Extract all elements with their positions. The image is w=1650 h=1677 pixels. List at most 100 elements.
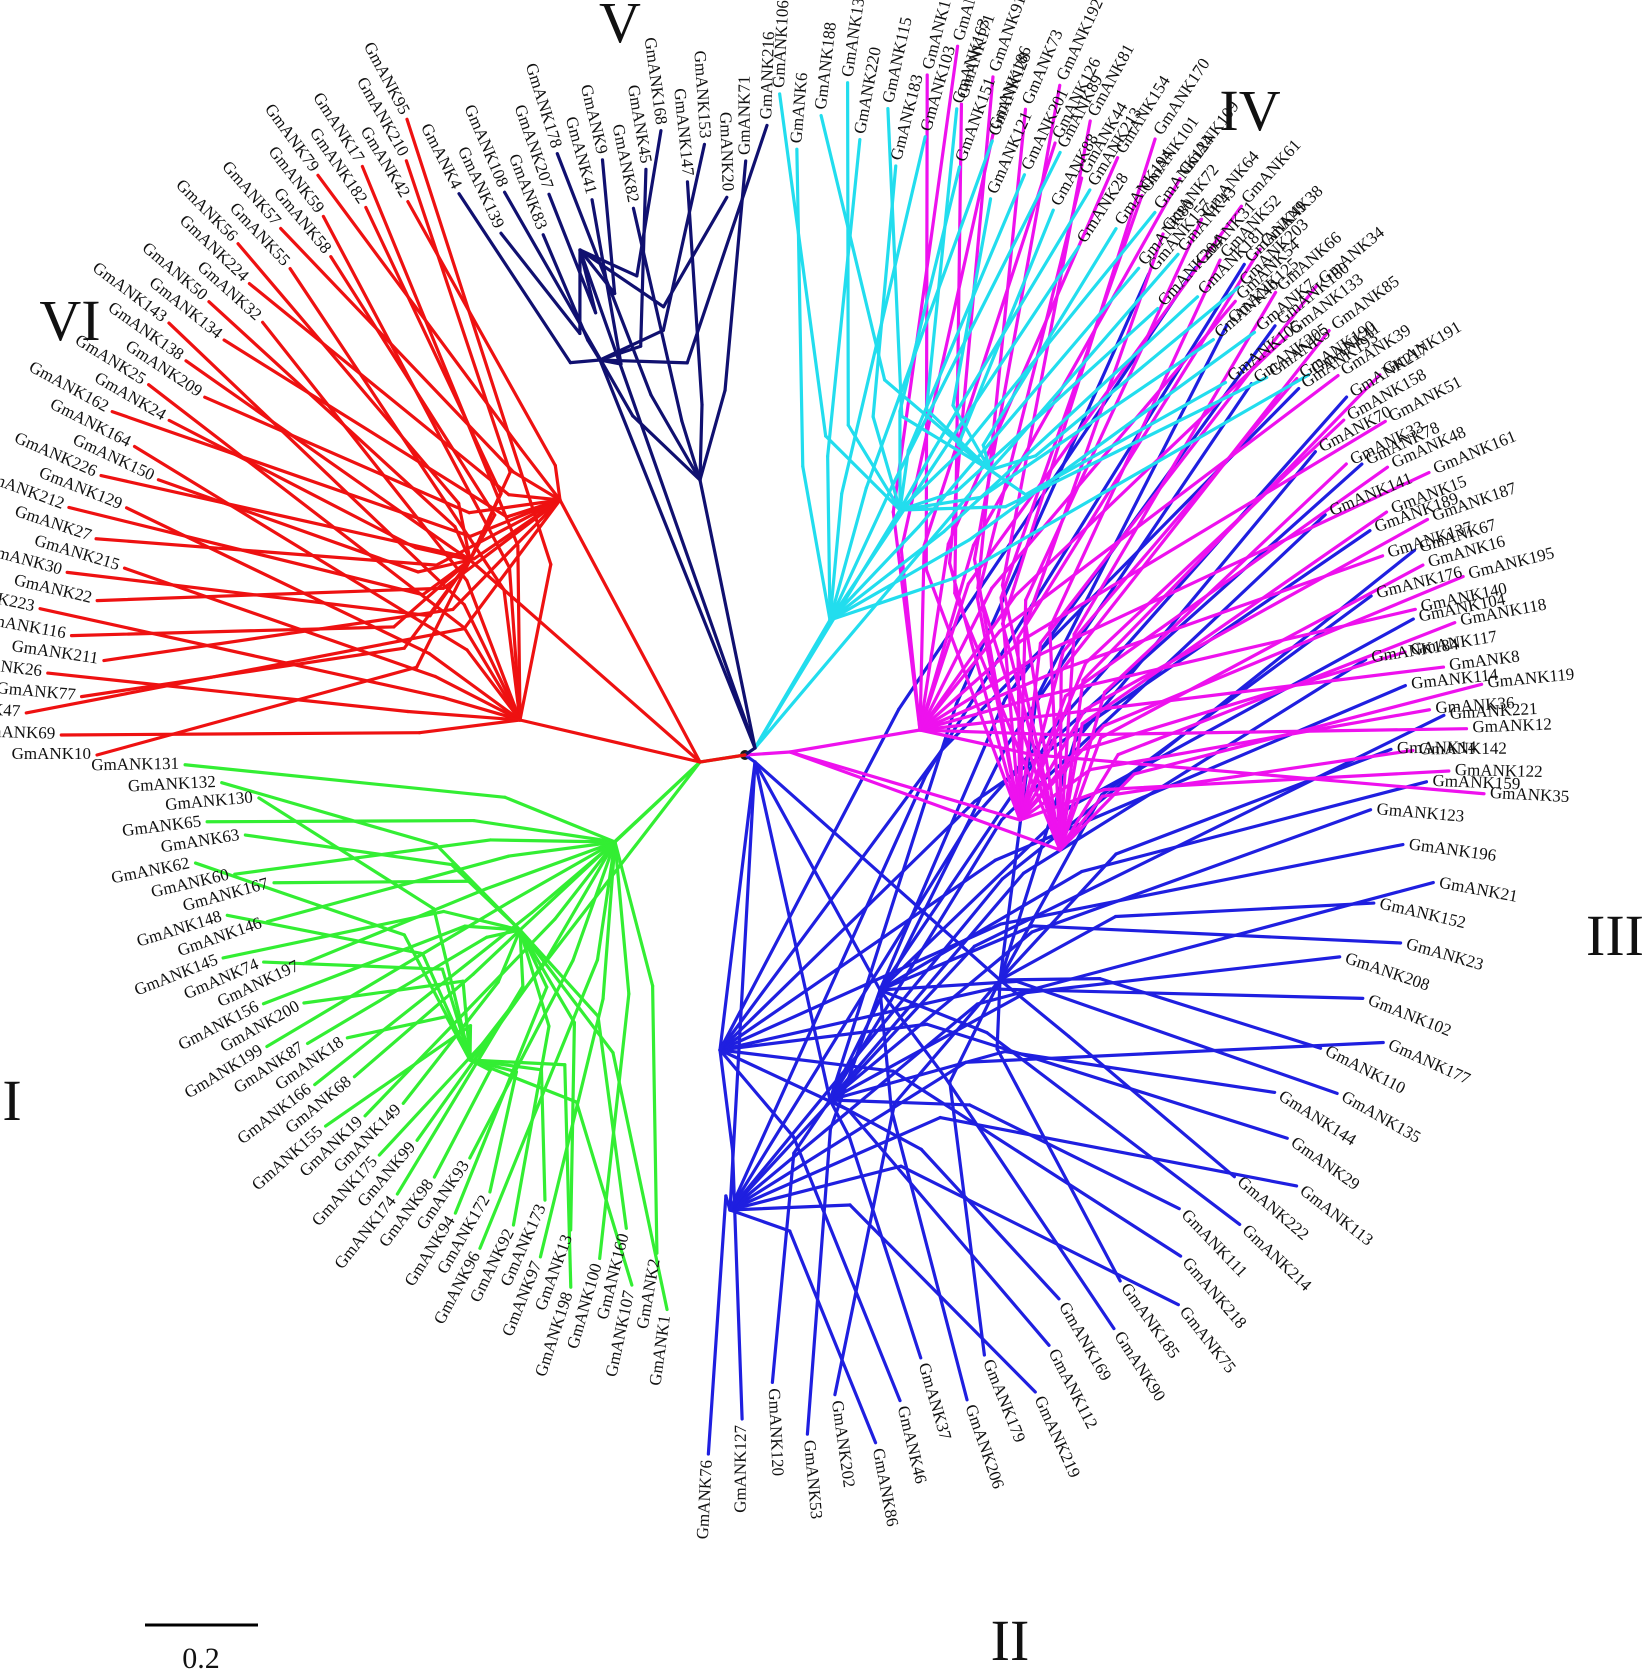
leaf-branch <box>1003 375 1269 509</box>
leaf-label: GmANK132 <box>127 772 216 796</box>
leaf-branch <box>555 152 653 397</box>
internal-branch <box>698 403 704 482</box>
clade-VI-trunk <box>698 753 747 764</box>
leaf-label: GmANK20 <box>716 112 738 192</box>
internal-branch <box>828 702 959 1102</box>
leaf-branch <box>889 1107 969 1402</box>
leaf-branch <box>1063 465 1390 698</box>
leaf-branch <box>651 984 659 1255</box>
leaf-branch <box>404 159 512 474</box>
leaf-branch <box>846 81 850 427</box>
leaf-branch <box>395 984 525 1196</box>
leaf-branch <box>502 190 635 418</box>
leaf-label: GmANK120 <box>765 1388 788 1477</box>
internal-branch <box>462 626 522 722</box>
leaf-branch <box>685 180 704 407</box>
leaf-branch <box>1030 808 1373 934</box>
internal-branch <box>433 674 522 722</box>
internal-branch <box>828 529 946 622</box>
internal-branch <box>511 470 562 502</box>
internal-branch <box>898 495 983 512</box>
internal-branch <box>988 454 1038 472</box>
internal-branch <box>824 434 902 512</box>
leaf-branch <box>942 295 1200 534</box>
internal-branch <box>918 713 1053 732</box>
leaf-branch <box>220 781 438 847</box>
internal-branch <box>718 1048 850 1112</box>
leaf-label: GmANK69 <box>0 721 56 742</box>
leaf-branch <box>1114 901 1376 919</box>
leaf-branch <box>954 373 1311 579</box>
internal-branch <box>1058 632 1076 852</box>
leaf-branch <box>964 1040 1385 1064</box>
internal-branch <box>1000 583 1062 852</box>
leaf-branch <box>661 142 707 332</box>
internal-branch <box>507 493 562 502</box>
leaf-branch <box>499 231 582 336</box>
leaf-branch <box>323 1024 473 1128</box>
internal-branch <box>468 498 562 538</box>
leaf-branch <box>233 838 493 876</box>
leaf-branch <box>778 92 828 438</box>
internal-branch <box>467 498 562 515</box>
leaf-branch <box>147 383 466 630</box>
internal-branch <box>416 558 472 574</box>
leaf-label: GmANK86 <box>869 1447 902 1528</box>
leaf-branch <box>203 395 471 515</box>
leaf-branch <box>193 861 406 937</box>
leaf-branch <box>942 1074 1116 1331</box>
leaf-branch <box>1083 517 1430 712</box>
internal-branch <box>878 697 1007 992</box>
clade-V-internal-branch <box>578 248 757 750</box>
leaf-label: GmANK71 <box>735 76 754 155</box>
leaf-branch <box>38 607 446 700</box>
leaf-branch <box>279 226 515 474</box>
internal-branch <box>1058 678 1085 852</box>
internal-branch <box>698 388 727 482</box>
leaf-label: GmANK216 <box>756 31 778 119</box>
leaf-branch <box>1039 470 1431 656</box>
internal-branch <box>878 979 1019 992</box>
leaf-branch <box>377 1029 496 1157</box>
leaf-branch <box>706 1194 728 1456</box>
internal-branch <box>613 840 655 988</box>
internal-branch <box>553 840 617 921</box>
internal-branch <box>718 799 977 1052</box>
leaf-branch <box>819 113 887 382</box>
internal-branch <box>918 543 926 732</box>
leaf-branch <box>46 671 410 714</box>
internal-branch <box>871 415 902 512</box>
leaf-branch <box>848 1203 1037 1394</box>
internal-branch <box>801 464 832 622</box>
leaf-branch <box>313 910 534 1087</box>
leaf-branch <box>922 141 1057 548</box>
leaf-branch <box>261 320 469 583</box>
internal-branch <box>442 909 522 932</box>
leaf-branch <box>723 159 748 392</box>
leaf-branch <box>69 625 396 638</box>
leaf-branch <box>995 1047 1122 1283</box>
internal-branch <box>502 588 522 722</box>
leaf-branch <box>24 627 466 715</box>
internal-branch <box>718 1048 895 1073</box>
leaf-branch <box>795 147 805 468</box>
leaf-branch <box>1067 1034 1236 1179</box>
leaf-branch <box>975 176 1084 600</box>
leaf-branch <box>805 1127 833 1436</box>
internal-branch <box>828 1049 1007 1102</box>
internal-branch <box>518 928 600 1018</box>
internal-branch <box>545 840 617 960</box>
leaf-branch <box>968 395 1349 824</box>
internal-branch <box>598 358 689 365</box>
leaf-branch <box>1132 682 1484 776</box>
leaf-branch <box>363 917 557 1118</box>
leaf-branch <box>938 1115 1299 1188</box>
internal-branch <box>466 879 522 932</box>
internal-branch <box>468 1058 567 1067</box>
internal-branch <box>485 840 617 891</box>
leaf-branch <box>457 192 572 365</box>
leaf-branch <box>998 374 1340 633</box>
leaf-label: GmANK221 <box>1449 699 1538 723</box>
leaf-label: GmANK35 <box>1490 783 1570 806</box>
leaf-branch <box>261 924 467 1006</box>
